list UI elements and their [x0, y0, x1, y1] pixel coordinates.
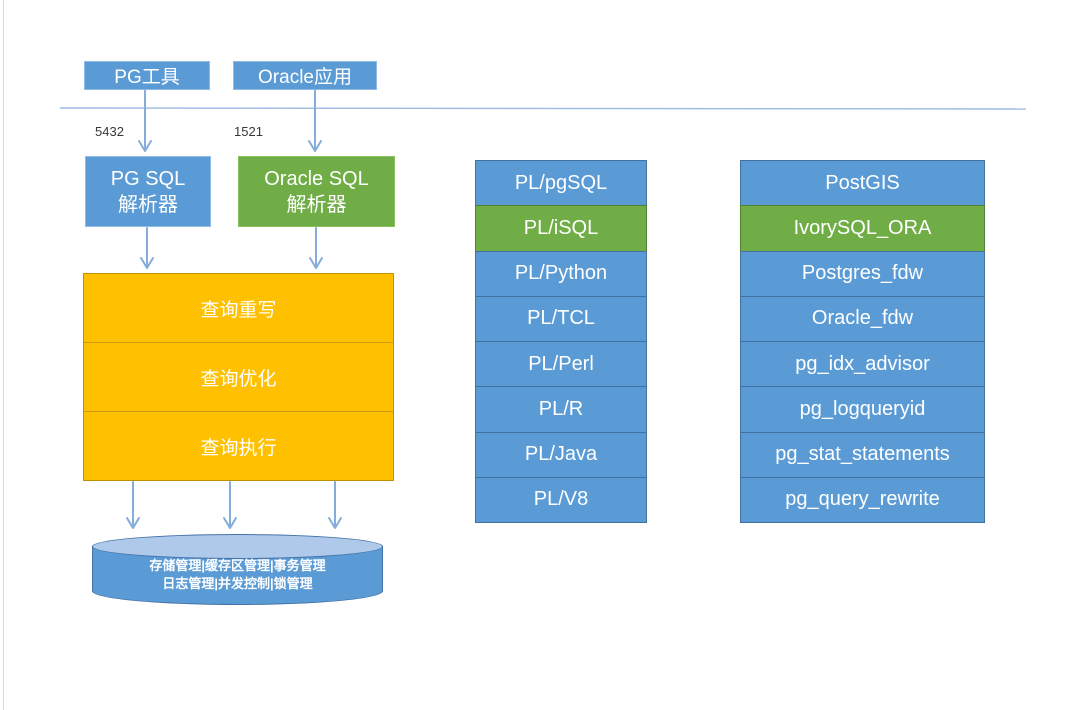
- query-pipeline-stack: 查询重写 查询优化 查询执行: [83, 273, 394, 481]
- pl-row-perl: PL/Perl: [475, 341, 647, 388]
- ext-row-pg-query-rewrite: pg_query_rewrite: [740, 476, 985, 523]
- arrow-pipeline-to-storage-center: [223, 481, 237, 529]
- pl-row-python: PL/Python: [475, 250, 647, 297]
- pipeline-stage-rewrite-label: 查询重写: [200, 299, 277, 321]
- parser-pg-line1: PG SQL: [110, 167, 186, 190]
- ext-row-pg-stat-statements: pg_stat_statements: [740, 431, 985, 478]
- arrow-pipeline-to-storage-left: [126, 481, 140, 529]
- ext-row-postgres-fdw: Postgres_fdw: [740, 250, 985, 297]
- storage-cylinder-top: [92, 534, 383, 559]
- pipeline-stage-execute-label: 查询执行: [200, 437, 277, 459]
- pl-row-label: PL/R: [538, 397, 584, 420]
- ext-row-pg-idx-advisor: pg_idx_advisor: [740, 341, 985, 388]
- storage-engine-label: 存储管理|缓存区管理|事务管理 日志管理|并发控制|锁管理: [92, 557, 383, 593]
- ext-row-ivorysql-ora: IvorySQL_ORA: [740, 205, 985, 252]
- pl-row-label: PL/Perl: [528, 352, 594, 375]
- ext-row-label: pg_logqueryid: [799, 397, 926, 420]
- ext-row-label: IvorySQL_ORA: [793, 216, 932, 239]
- parser-box-oracle-sql: Oracle SQL 解析器: [238, 156, 395, 227]
- extensions-stack: PostGIS IvorySQL_ORA Postgres_fdw Oracle…: [740, 160, 985, 523]
- pipeline-stage-optimize-label: 查询优化: [200, 368, 277, 390]
- pl-row-label: PL/TCL: [527, 307, 595, 330]
- ext-row-label: Oracle_fdw: [811, 307, 914, 330]
- arrow-pipeline-to-storage-right: [328, 481, 342, 529]
- ext-row-label: pg_query_rewrite: [785, 488, 940, 511]
- pl-languages-stack: PL/pgSQL PL/iSQL PL/Python PL/TCL PL/Per…: [475, 160, 647, 523]
- ext-row-label: PostGIS: [825, 171, 900, 194]
- pl-row-r: PL/R: [475, 386, 647, 433]
- client-label-oracle-app: Oracle应用: [258, 67, 352, 88]
- port-label-pg: 5432: [95, 124, 124, 139]
- pl-row-label: PL/Java: [524, 443, 598, 466]
- pl-row-pgsql: PL/pgSQL: [475, 160, 647, 207]
- parser-pg-line2: 解析器: [118, 193, 178, 216]
- pl-row-label: PL/Python: [514, 262, 608, 285]
- parser-oracle-line1: Oracle SQL: [264, 167, 369, 190]
- ext-row-label: pg_idx_advisor: [795, 352, 930, 375]
- pl-row-tcl: PL/TCL: [475, 295, 647, 342]
- parser-oracle-line2: 解析器: [286, 193, 347, 216]
- pl-row-label: PL/pgSQL: [514, 171, 608, 194]
- ext-row-label: Postgres_fdw: [801, 262, 924, 285]
- ext-row-oracle-fdw: Oracle_fdw: [740, 295, 985, 342]
- pl-row-java: PL/Java: [475, 431, 647, 478]
- arrow-oracleapp-to-oracleparser: [308, 89, 322, 152]
- storage-engine-line2: 日志管理|并发控制|锁管理: [162, 576, 313, 591]
- pipeline-stage-execute: 查询执行: [84, 411, 393, 480]
- parser-box-pg-sql: PG SQL 解析器: [85, 156, 211, 227]
- ext-row-label: pg_stat_statements: [775, 443, 950, 466]
- pl-row-isql: PL/iSQL: [475, 205, 647, 252]
- pl-row-label: PL/iSQL: [523, 216, 599, 239]
- ext-row-postgis: PostGIS: [740, 160, 985, 207]
- client-label-pg-tools: PG工具: [114, 67, 180, 88]
- arrow-pgparser-to-pipeline: [140, 227, 154, 269]
- client-box-pg-tools: PG工具: [84, 61, 210, 90]
- arrow-pgtools-to-pgparser: [138, 89, 152, 152]
- client-box-oracle-app: Oracle应用: [233, 61, 377, 90]
- pl-row-v8: PL/V8: [475, 476, 647, 523]
- network-boundary-line: [59, 107, 1027, 110]
- pipeline-stage-rewrite: 查询重写: [84, 274, 393, 342]
- port-label-oracle: 1521: [234, 124, 263, 139]
- arrow-oracleparser-to-pipeline: [309, 227, 323, 269]
- pl-row-label: PL/V8: [533, 488, 589, 511]
- pipeline-stage-optimize: 查询优化: [84, 342, 393, 411]
- ext-row-pg-logqueryid: pg_logqueryid: [740, 386, 985, 433]
- page-left-border: [3, 0, 4, 710]
- storage-engine-line1: 存储管理|缓存区管理|事务管理: [149, 558, 326, 573]
